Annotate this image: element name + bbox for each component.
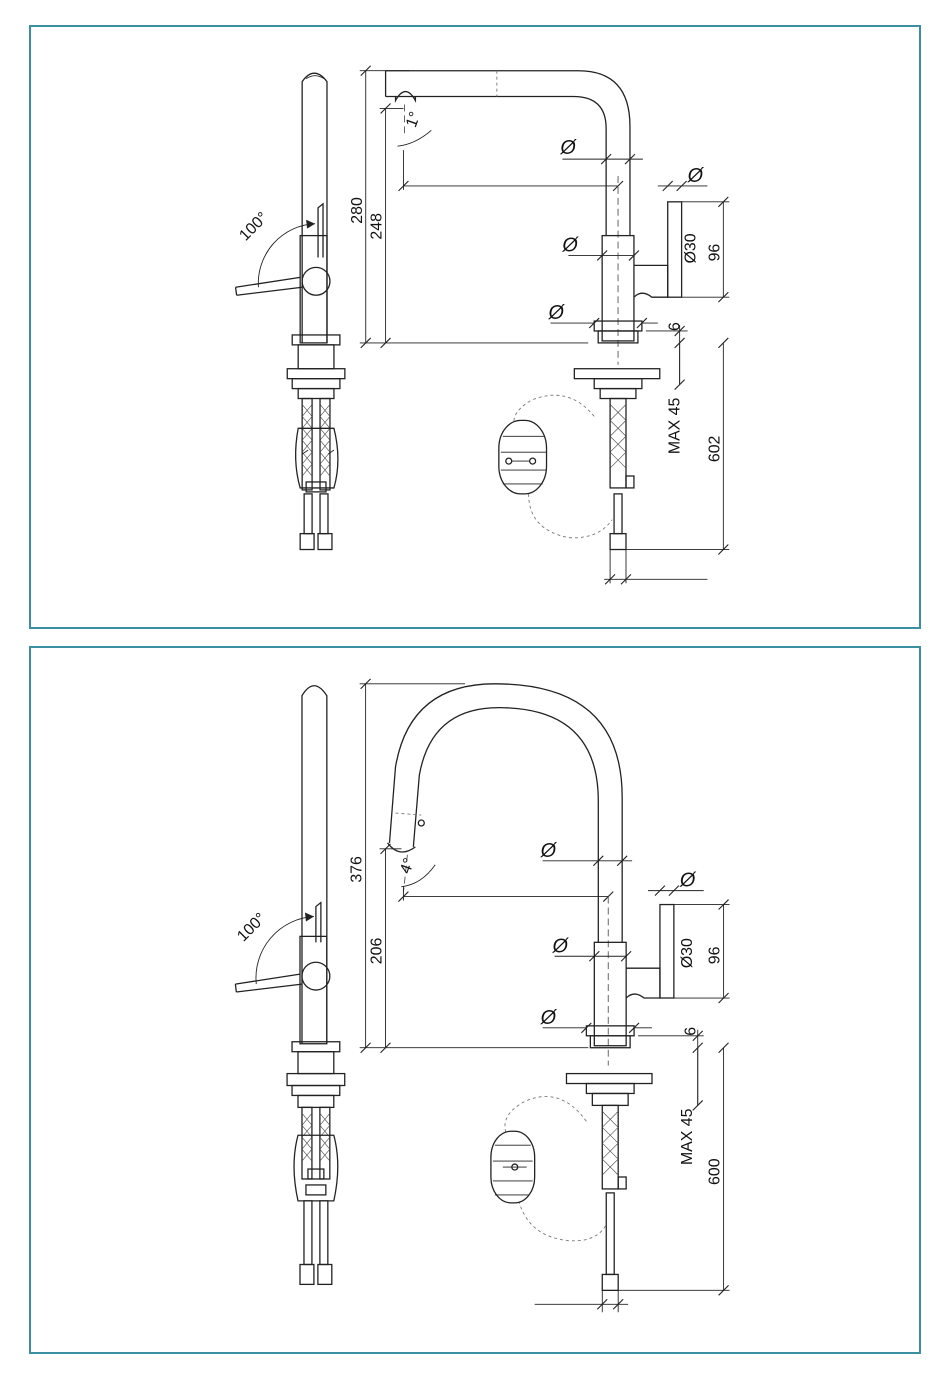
label-base-plate: 6 <box>667 322 684 331</box>
diagram-panel-bottom: 100° 376 206 <box>29 646 921 1354</box>
label-max-deck: MAX 45 <box>667 398 684 455</box>
label-base-plate: 6 <box>683 1027 700 1036</box>
label-lever-dia: Ø30 <box>679 938 696 968</box>
label-hose-length: 600 <box>707 1158 724 1185</box>
height-dimensions: 376 206 <box>349 679 589 1053</box>
label-dia-body: Ø <box>561 235 579 257</box>
label-max-deck: MAX 45 <box>679 1108 696 1165</box>
label-spout-tilt: 4° <box>397 856 418 876</box>
label-swivel-angle: 100° <box>234 910 269 945</box>
label-lever-height: 96 <box>707 946 724 964</box>
faucet-drawing-l-spout: 100° 280 248 <box>31 27 919 627</box>
label-dia-spout: Ø <box>559 137 577 159</box>
faucet-drawing-gooseneck-spout: 100° 376 206 <box>31 648 919 1352</box>
front-view: 4° Ø Ø Ø Ø30 96 <box>387 684 729 1312</box>
diagram-panel-top: 100° 280 248 <box>29 25 921 629</box>
label-lever-dia: Ø30 <box>683 233 700 263</box>
side-view: 100° <box>234 686 345 1285</box>
label-height-outlet: 206 <box>369 938 386 965</box>
front-view: 1° Ø Ø Ø Ø30 96 <box>386 71 730 585</box>
label-dia-lever-top: Ø <box>679 870 697 892</box>
label-dia-base: Ø <box>540 1007 558 1029</box>
label-height-total: 280 <box>349 197 366 224</box>
label-dia-body: Ø <box>552 935 570 957</box>
label-dia-lever-top: Ø <box>687 165 705 187</box>
label-height-outlet: 248 <box>369 213 386 240</box>
label-swivel-angle: 100° <box>236 209 271 244</box>
side-view: 100° <box>236 73 345 549</box>
label-dia-base: Ø <box>548 302 566 324</box>
label-height-total: 376 <box>349 856 366 883</box>
label-lever-height: 96 <box>706 244 723 262</box>
label-spout-tilt: 1° <box>403 110 424 130</box>
label-hose-length: 602 <box>706 435 723 462</box>
label-dia-spout: Ø <box>540 840 558 862</box>
